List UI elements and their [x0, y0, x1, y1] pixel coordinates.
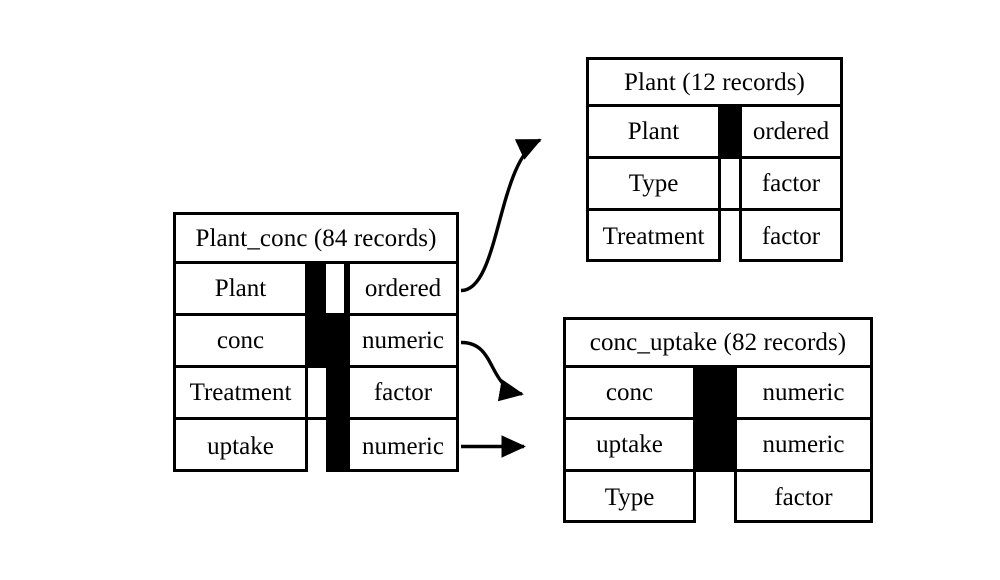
field-type: factor [739, 159, 840, 208]
key-marker-primary [305, 316, 326, 365]
table-row[interactable]: uptake numeric [176, 420, 456, 472]
field-name: Type [628, 170, 679, 197]
field-name: Plant [214, 275, 267, 302]
table-row[interactable]: conc numeric [566, 368, 870, 420]
key-marker-primary [718, 211, 739, 262]
key-marker-primary [305, 264, 326, 313]
field-name: Type [604, 484, 655, 511]
field-type: factor [739, 211, 840, 262]
key-marker-primary [718, 159, 739, 208]
table-row[interactable]: uptake numeric [566, 420, 870, 472]
table-row[interactable]: conc numeric [176, 316, 456, 368]
connector-plant-to-plant [460, 138, 542, 293]
key-marker-secondary [326, 368, 347, 417]
field-name: uptake [596, 431, 663, 458]
field-type: factor [734, 472, 870, 523]
table-plant[interactable]: Plant (12 records) Plant ordered Type fa… [586, 57, 843, 262]
table-row[interactable]: Plant ordered [176, 264, 456, 316]
field-type: numeric [347, 420, 456, 472]
field-name: Plant [627, 118, 680, 145]
connector-conc-to-conc [460, 340, 524, 402]
field-type: numeric [347, 316, 456, 365]
key-marker-primary [305, 420, 326, 472]
field-name: conc [605, 379, 654, 406]
field-type: ordered [739, 107, 840, 156]
field-name: Treatment [189, 379, 292, 406]
field-type: numeric [734, 368, 870, 417]
table-plant-title: Plant (12 records) [589, 60, 840, 107]
key-marker-secondary [326, 316, 347, 365]
key-marker-primary [693, 368, 734, 417]
key-marker-secondary [326, 420, 347, 472]
table-plant-conc-title: Plant_conc (84 records) [176, 215, 456, 264]
key-marker-primary [718, 107, 739, 156]
table-conc-uptake[interactable]: conc_uptake (82 records) conc numeric up… [563, 317, 873, 523]
field-type: ordered [347, 264, 456, 313]
table-row[interactable]: Type factor [589, 159, 840, 211]
field-name: uptake [207, 432, 274, 460]
field-type: numeric [734, 420, 870, 469]
table-row[interactable]: Treatment factor [589, 211, 840, 262]
key-marker-primary [305, 368, 326, 417]
field-name: conc [216, 327, 265, 354]
table-conc-uptake-title: conc_uptake (82 records) [566, 320, 870, 368]
table-row[interactable]: Treatment factor [176, 368, 456, 420]
table-row[interactable]: Plant ordered [589, 107, 840, 159]
key-marker-primary [693, 420, 734, 469]
table-row[interactable]: Type factor [566, 472, 870, 523]
field-name: Treatment [602, 223, 705, 250]
field-type: factor [347, 368, 456, 417]
key-marker-secondary [326, 264, 347, 313]
table-plant-conc[interactable]: Plant_conc (84 records) Plant ordered co… [173, 212, 459, 472]
key-marker-primary [693, 472, 734, 523]
